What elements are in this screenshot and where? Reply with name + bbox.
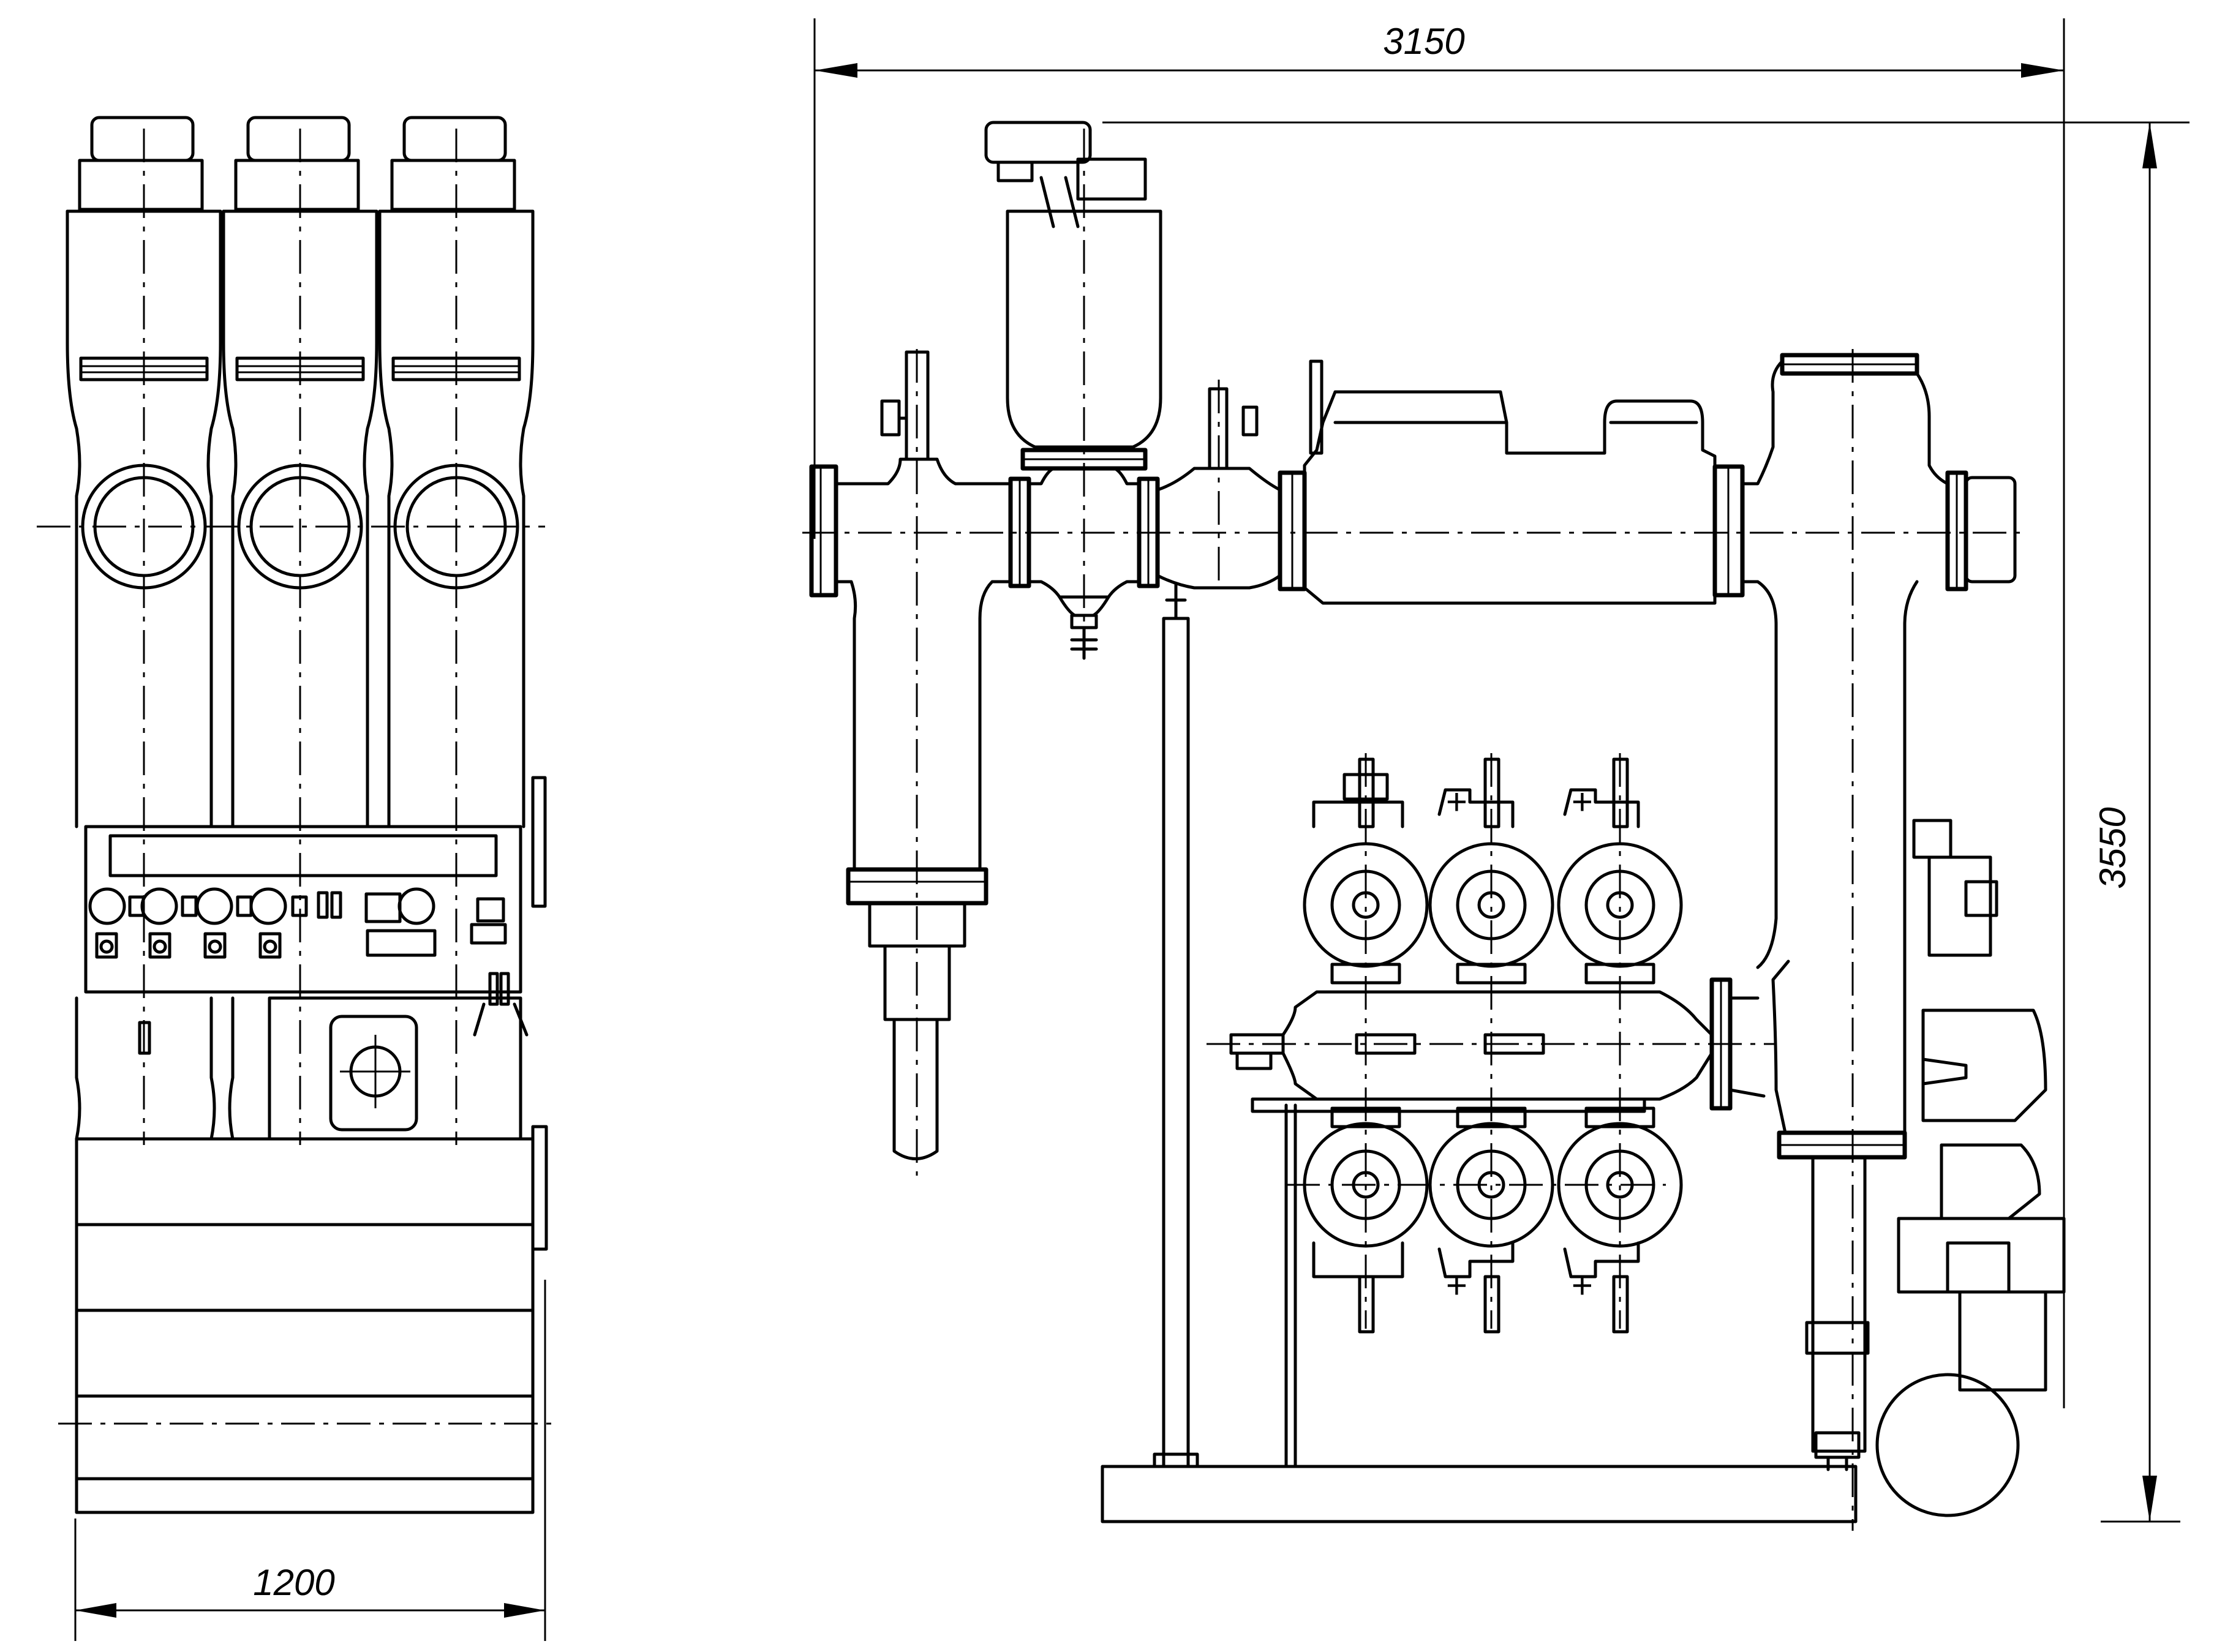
busbar-modules-lower: + + bbox=[1286, 1106, 1683, 1334]
base-frame bbox=[58, 1125, 551, 1514]
busbar-module-upper-3: + bbox=[1557, 753, 1683, 1329]
side-base-frame bbox=[1101, 1103, 1858, 1523]
cable-sealing-end bbox=[809, 349, 1012, 1176]
pole-column-1 bbox=[66, 116, 222, 1145]
pole-column-2 bbox=[222, 116, 378, 1145]
busbar-module-upper-2: + bbox=[1428, 753, 1554, 1329]
current-transformer bbox=[1303, 359, 1745, 605]
height-dimension: 3550 bbox=[1102, 121, 2190, 1523]
length-dimension-label: 3150 bbox=[1383, 21, 1464, 62]
support-post bbox=[1162, 583, 1190, 1468]
busbar-modules-upper: + + bbox=[1303, 753, 1683, 1329]
width-dimension: 1200 bbox=[74, 1280, 546, 1641]
front-view: 1200 bbox=[37, 116, 551, 1641]
pole-column-3 bbox=[378, 116, 535, 1145]
width-dimension-label: 1200 bbox=[253, 1562, 334, 1603]
svg-text:+: + bbox=[1571, 781, 1592, 822]
drive-mechanism bbox=[268, 996, 522, 1141]
svg-text:+: + bbox=[1445, 1265, 1467, 1306]
voltage-transformer bbox=[984, 121, 1162, 655]
busbar-module-lower-3: + bbox=[1557, 1106, 1683, 1334]
riser-pipe bbox=[1741, 349, 2017, 1531]
disconnector-module-1 bbox=[1008, 467, 1160, 660]
svg-text:+: + bbox=[1445, 781, 1467, 822]
busbar-junction-row bbox=[1207, 977, 1776, 1113]
busbar-module-upper-1 bbox=[1303, 753, 1429, 1329]
side-view: 3150 3550 bbox=[802, 18, 2190, 1531]
height-dimension-label: 3550 bbox=[2092, 807, 2133, 888]
operating-mechanism bbox=[1805, 819, 2066, 1517]
length-dimension: 3150 bbox=[813, 18, 2065, 1408]
svg-text:+: + bbox=[1571, 1265, 1592, 1306]
control-panel bbox=[84, 776, 547, 1037]
disconnector-module-2 bbox=[1156, 380, 1307, 591]
